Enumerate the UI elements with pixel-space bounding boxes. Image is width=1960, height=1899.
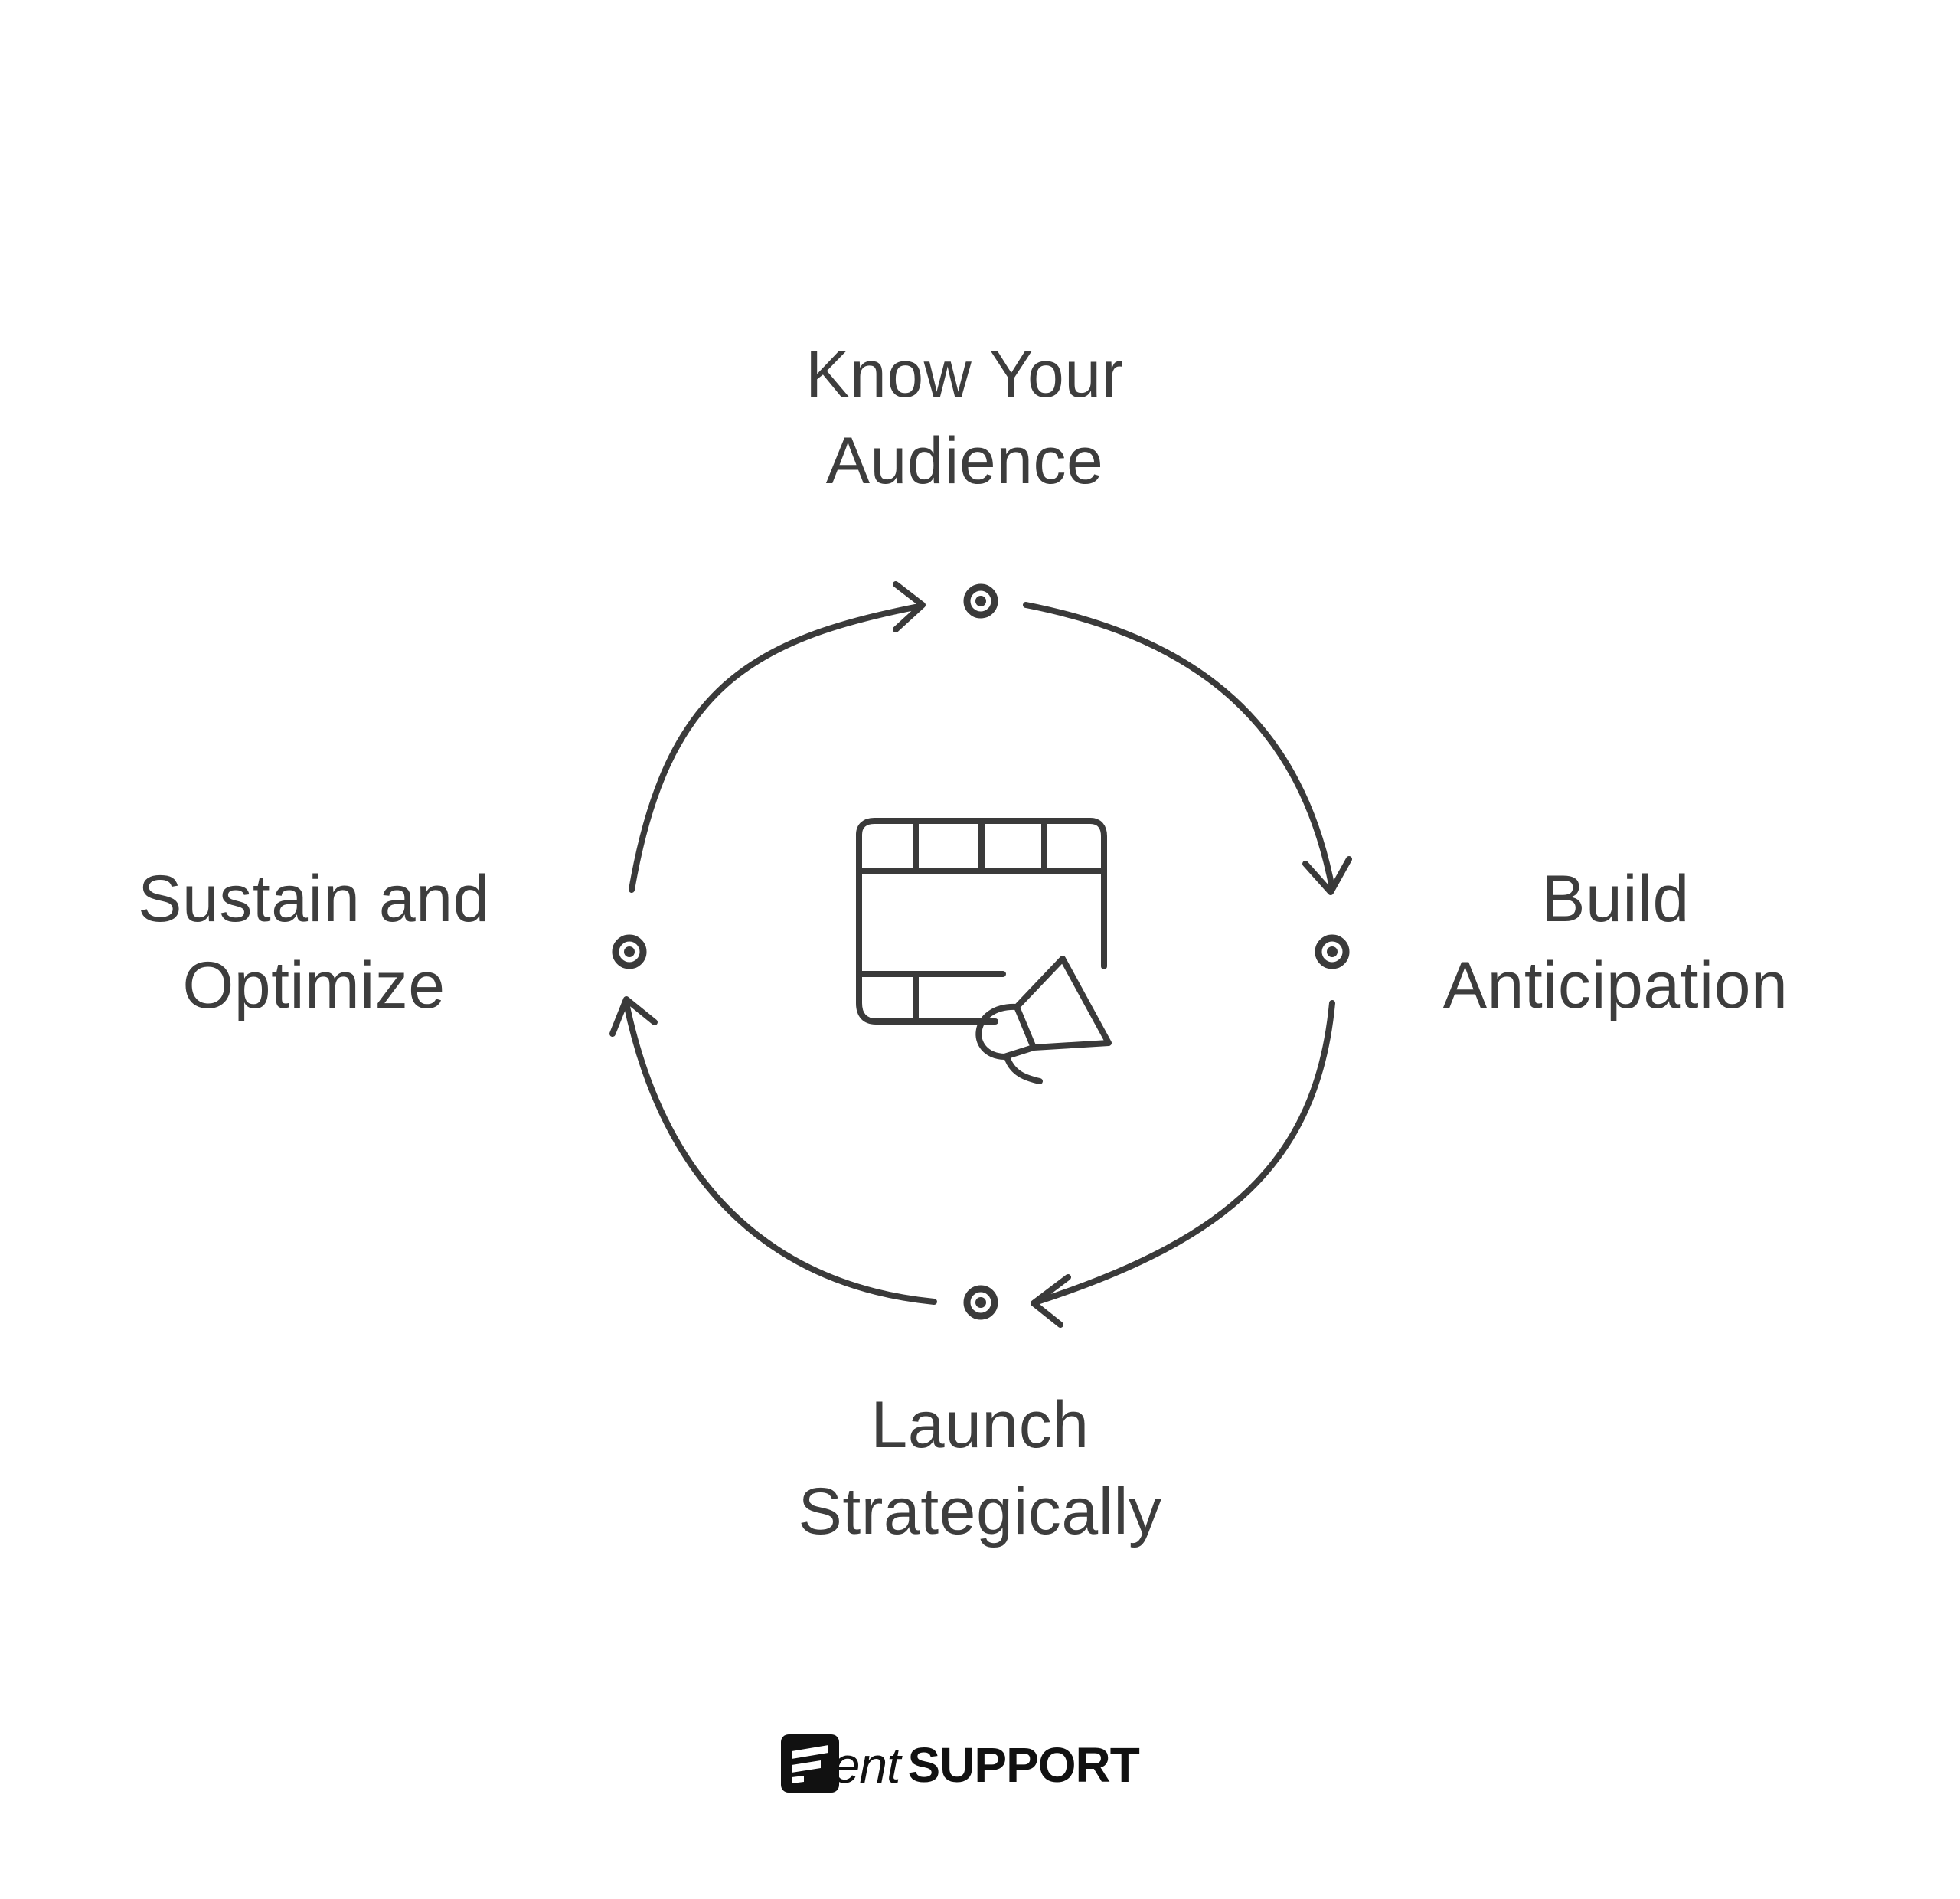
- step-label-line: Audience: [825, 424, 1104, 498]
- step-label-line: Know Your: [805, 338, 1124, 411]
- arrowhead-right: [1302, 856, 1352, 895]
- arc-left-to-top: [629, 603, 922, 893]
- brand-footer: fluent SUPPORT: [781, 1734, 1140, 1796]
- node-top: [963, 583, 998, 619]
- step-label-line: Anticipation: [1442, 949, 1788, 1022]
- fluent-logo-icon: [781, 1734, 839, 1793]
- arrowhead-left: [609, 996, 658, 1037]
- arrowhead-top: [893, 581, 926, 632]
- step-label-line: Optimize: [182, 949, 446, 1022]
- step-label-line: Launch: [871, 1388, 1089, 1462]
- step-label-know-your-audience: Know Your Audience: [674, 332, 1256, 505]
- node-left: [612, 934, 647, 969]
- step-label-line: Build: [1541, 862, 1690, 936]
- arc-right-to-bottom: [1034, 1000, 1335, 1305]
- node-bottom: [963, 1285, 998, 1320]
- step-label-sustain-and-optimize: Sustain and Optimize: [54, 856, 574, 1029]
- arc-top-to-right: [1023, 602, 1335, 891]
- arc-bottom-to-left: [623, 1000, 937, 1305]
- step-label-line: Strategically: [798, 1475, 1162, 1548]
- node-right: [1315, 934, 1350, 969]
- brand-name-support: SUPPORT: [907, 1737, 1139, 1793]
- video-megaphone-icon: [856, 818, 1112, 1084]
- arrowhead-bottom: [1031, 1274, 1071, 1328]
- step-label-launch-strategically: Launch Strategically: [689, 1382, 1271, 1555]
- step-label-build-anticipation: Build Anticipation: [1355, 856, 1876, 1029]
- step-label-line: Sustain and: [138, 862, 490, 936]
